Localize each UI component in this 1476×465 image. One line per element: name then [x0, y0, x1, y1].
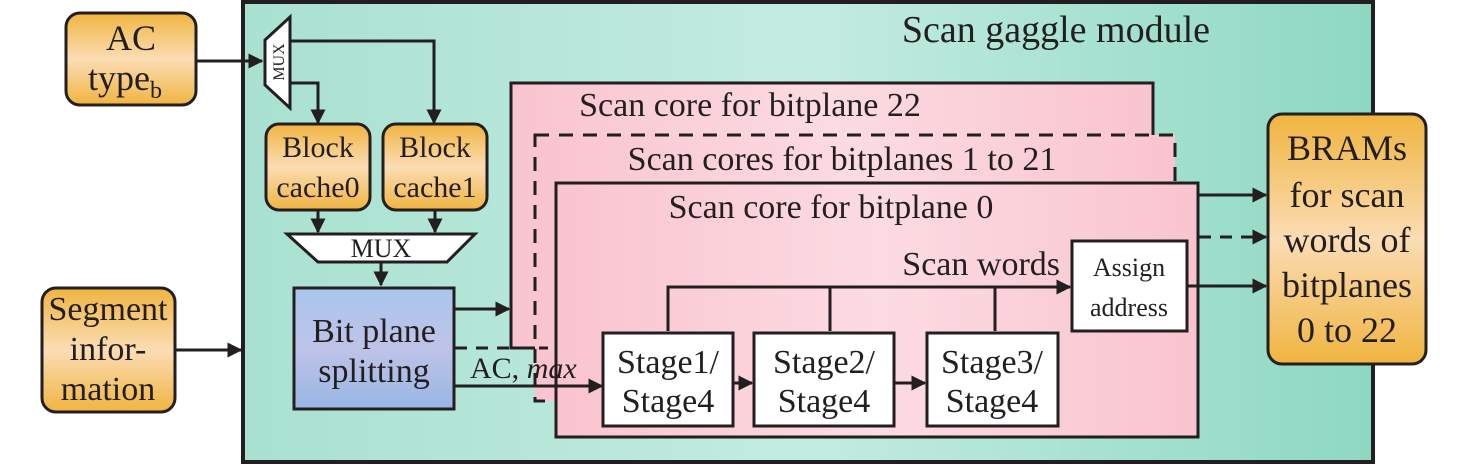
- assign-line1: Assign: [1093, 253, 1165, 282]
- block-cache1-line1: Block: [399, 131, 471, 164]
- mux-small-label: MUX: [271, 43, 288, 81]
- brams-line5: 0 to 22: [1297, 310, 1397, 350]
- brams-line1: BRAMs: [1287, 128, 1407, 168]
- brams-line3: words of: [1284, 220, 1411, 260]
- svg-text:typeb: typeb: [88, 58, 162, 104]
- stage3-line1: Stage3/: [941, 344, 1044, 381]
- mux-small: MUX: [263, 13, 292, 112]
- block-cache0-line2: cache0: [276, 171, 359, 204]
- assign-line2: address: [1090, 293, 1168, 322]
- ac-type-subscript: b: [150, 78, 162, 104]
- bit-plane-splitting-block: Bit plane splitting: [292, 286, 456, 411]
- core22-title: Scan core for bitplane 22: [579, 87, 921, 124]
- splitting-line1: Bit plane: [312, 313, 436, 350]
- module-title: Scan gaggle module: [902, 9, 1210, 51]
- splitting-line2: splitting: [318, 353, 429, 390]
- segment-line3: mation: [61, 371, 155, 408]
- core1-21-title: Scan cores for bitplanes 1 to 21: [628, 141, 1057, 178]
- arrow-mux-to-cache1: [290, 39, 442, 125]
- stage1-line2: Stage4: [622, 383, 715, 420]
- stage3-block: Stage3/ Stage4: [925, 331, 1060, 428]
- stage3-line2: Stage4: [946, 383, 1039, 420]
- mux-wide-label: MUX: [351, 234, 412, 263]
- brams-line2: for scan: [1290, 175, 1405, 215]
- scan-words-label: Scan words: [902, 246, 1060, 283]
- segment-line2: infor-: [70, 331, 147, 368]
- segment-information-block: Segment infor- mation: [40, 286, 177, 414]
- signal-label: AC, max: [470, 352, 577, 385]
- core0-title: Scan core for bitplane 0: [669, 189, 994, 226]
- signal-label-max: max: [527, 352, 578, 385]
- arrow-mux-to-cache0: [290, 81, 326, 125]
- ac-type-line2: type: [88, 58, 150, 98]
- stage1-block: Stage1/ Stage4: [601, 331, 735, 428]
- brams-output-block: BRAMs for scan words of bitplanes 0 to 2…: [1266, 112, 1428, 366]
- block-cache0: Block cache0: [264, 122, 372, 212]
- segment-line1: Segment: [49, 291, 169, 328]
- block-cache1-line2: cache1: [393, 171, 476, 204]
- stage1-line1: Stage1/: [617, 344, 720, 381]
- stage2-block: Stage2/ Stage4: [752, 331, 896, 428]
- mux-wide: MUX: [283, 232, 479, 264]
- ac-type-line1: AC: [106, 18, 156, 58]
- block-cache1: Block cache1: [381, 122, 489, 212]
- brams-line4: bitplanes: [1282, 265, 1412, 305]
- stage2-line2: Stage4: [778, 383, 871, 420]
- signal-label-ac: AC,: [470, 352, 527, 385]
- block-cache0-line1: Block: [282, 131, 354, 164]
- scan-words-bus: [666, 279, 1072, 331]
- ac-type-input-block: AC typeb: [64, 11, 198, 107]
- assign-address-block: Assign address: [1070, 239, 1189, 333]
- stage2-line1: Stage2/: [773, 344, 876, 381]
